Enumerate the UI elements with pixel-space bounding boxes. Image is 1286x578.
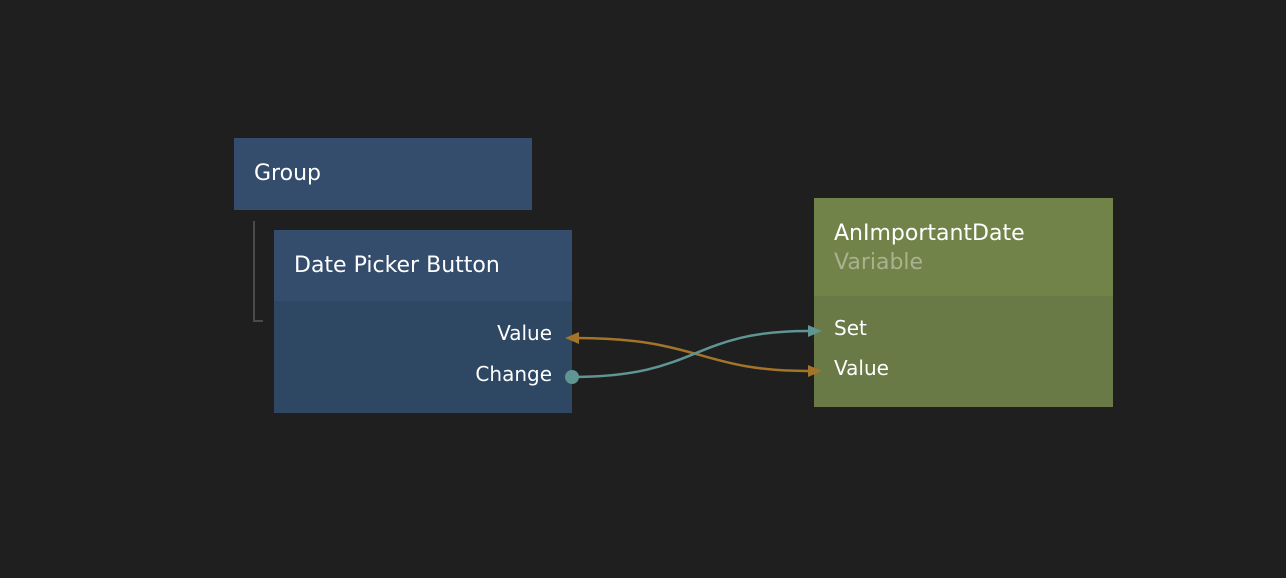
port-input-value[interactable]: Value xyxy=(834,356,889,380)
hierarchy-connector xyxy=(253,221,263,322)
group-node-title: Group xyxy=(254,161,321,186)
date-picker-button-node-title: Date Picker Button xyxy=(274,230,572,301)
group-node[interactable]: Group xyxy=(234,138,532,210)
variable-node[interactable]: AnImportantDate Variable Set Value xyxy=(814,198,1113,407)
date-picker-button-node[interactable]: Date Picker Button Value Change xyxy=(274,230,572,413)
port-input-set[interactable]: Set xyxy=(834,316,867,340)
wire-change-signal[interactable] xyxy=(571,329,809,379)
port-output-value[interactable]: Value xyxy=(497,321,552,345)
variable-node-header: AnImportantDate Variable xyxy=(814,198,1113,296)
variable-node-type: Variable xyxy=(834,250,924,275)
port-output-change[interactable]: Change xyxy=(475,362,552,386)
wire-value-data[interactable] xyxy=(575,336,809,373)
variable-node-title: AnImportantDate xyxy=(834,221,1025,246)
